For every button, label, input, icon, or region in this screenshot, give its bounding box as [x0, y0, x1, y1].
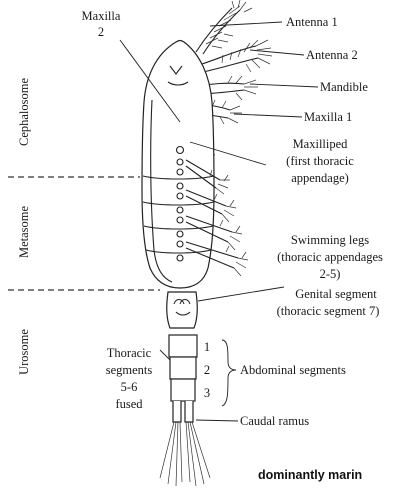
region-label-cephalosome: Cephalosome	[17, 78, 31, 146]
label-swimming-legs-line3: 2-5)	[320, 267, 341, 281]
abdominal-segment-2	[170, 357, 196, 379]
label-abdominal-2: 2	[204, 363, 210, 377]
label-genital-segment-line2: (thoracic segment 7)	[277, 304, 380, 318]
label-genital-segment-line1: Genital segment	[295, 287, 377, 301]
label-thoracic-line4: fused	[115, 397, 143, 411]
label-swimming-legs-line2: (thoracic appendages	[277, 250, 383, 264]
region-label-metasome: Metasome	[17, 206, 31, 259]
label-maxilliped-line2: (first thoracic	[286, 154, 354, 168]
label-maxilliped-line1: Maxilliped	[293, 137, 349, 151]
antenna-1-appendage	[196, 0, 252, 54]
abdominal-segment-1	[169, 335, 197, 357]
label-maxilla-2-line1: Maxilla	[82, 9, 121, 23]
abdominal-segment-3	[171, 379, 195, 401]
label-swimming-legs-line1: Swimming legs	[291, 233, 369, 247]
label-abdominal-segments: Abdominal segments	[240, 363, 346, 377]
label-antenna-2: Antenna 2	[306, 48, 358, 62]
label-abdominal-1: 1	[204, 340, 210, 354]
label-abdominal-3: 3	[204, 386, 210, 400]
label-thoracic-line1: Thoracic	[107, 346, 152, 360]
label-maxilla-1: Maxilla 1	[304, 110, 352, 124]
label-antenna-1: Antenna 1	[286, 15, 338, 29]
urosome-segments	[160, 292, 210, 486]
caudal-rami	[173, 401, 193, 422]
region-label-urosome: Urosome	[17, 329, 31, 375]
label-maxilliped-line3: appendage)	[291, 171, 349, 185]
label-maxilla-2-line2: 2	[98, 25, 104, 39]
caption-fragment: dominantly marin	[258, 468, 362, 482]
genital-segment	[167, 292, 198, 328]
label-mandible: Mandible	[320, 80, 368, 94]
label-thoracic-line2: segments	[106, 363, 153, 377]
antenna-2-appendage	[202, 40, 272, 72]
label-thoracic-line3: 5-6	[121, 380, 138, 394]
label-caudal-ramus: Caudal ramus	[240, 414, 309, 428]
